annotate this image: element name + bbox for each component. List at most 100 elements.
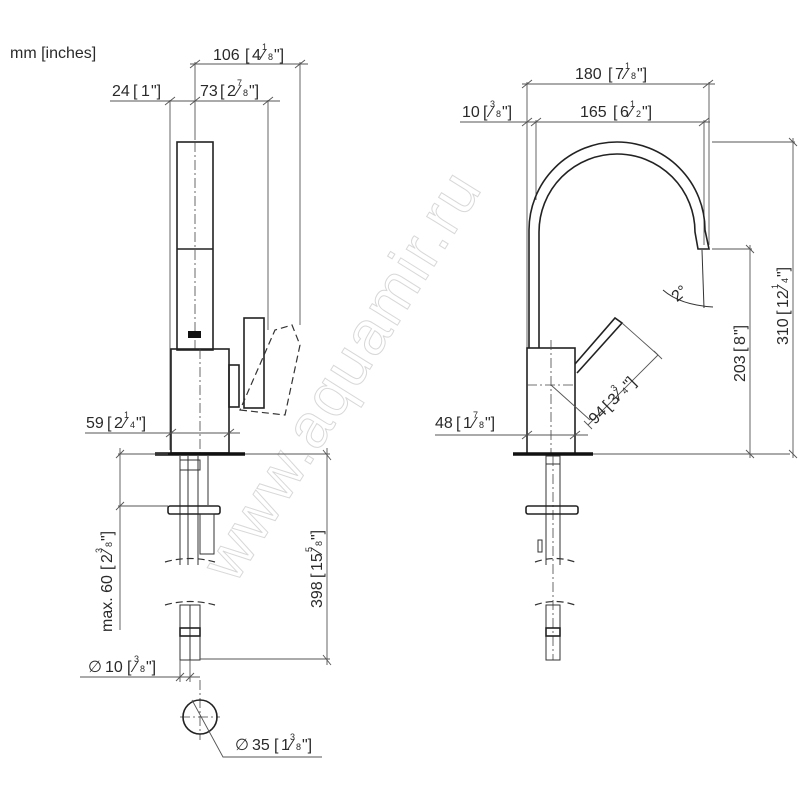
svg-text:∅: ∅ <box>235 737 249 754</box>
svg-text:"]: "] <box>485 415 495 432</box>
lever-handle-front <box>574 316 624 374</box>
dim-overall-depth: 106 [ 4 1 ⁄ 8 "] <box>213 42 284 64</box>
svg-text:6: 6 <box>620 104 629 121</box>
svg-text:⁄: ⁄ <box>233 83 242 100</box>
svg-text:⁄: ⁄ <box>309 547 326 556</box>
svg-text:4: 4 <box>620 385 631 396</box>
lever-handle <box>243 317 265 409</box>
svg-text:203: 203 <box>732 355 749 382</box>
svg-text:[: [ <box>133 83 138 100</box>
dim-max-deck-thickness: max. 60 [ 2 3 ⁄ 8 "] <box>94 531 116 632</box>
svg-text:"]: "] <box>502 104 512 121</box>
svg-text:1: 1 <box>124 410 129 420</box>
svg-text:8: 8 <box>479 420 484 430</box>
dim-body-width: 59 [ 2 1 ⁄ 4 "] <box>86 410 146 432</box>
svg-text:[: [ <box>309 573 326 578</box>
svg-text:15: 15 <box>309 553 326 571</box>
side-view: 106 [ 4 1 ⁄ 8 "] 24 [ 1 "] 73 [ 2 7 ⁄ 8 … <box>80 42 332 758</box>
svg-text:⁄: ⁄ <box>621 66 630 83</box>
svg-text:106: 106 <box>213 47 240 64</box>
watermark-text: www.aquamir.ru <box>188 158 496 593</box>
svg-text:[: [ <box>220 83 225 100</box>
svg-text:"]: "] <box>146 659 156 676</box>
svg-text:"]: "] <box>151 83 161 100</box>
svg-text:1: 1 <box>770 284 780 289</box>
svg-text:24: 24 <box>112 83 130 100</box>
svg-text:3: 3 <box>134 654 139 664</box>
dim-spout-offset: 24 [ 1 "] <box>112 83 161 100</box>
svg-text:2: 2 <box>114 415 123 432</box>
front-view: 180 [ 7 1 ⁄ 8 "] 10 [ 3 ⁄ 8 "] 165 [ 6 1… <box>435 61 798 661</box>
svg-text:398: 398 <box>309 581 326 608</box>
svg-text:[: [ <box>775 310 792 315</box>
svg-text:5: 5 <box>304 547 314 552</box>
dim-spout-inner-reach: 165 [ 6 1 ⁄ 2 "] <box>580 99 652 121</box>
svg-text:8: 8 <box>631 71 636 81</box>
svg-text:180: 180 <box>575 66 602 83</box>
aerator-button <box>188 331 201 338</box>
svg-text:4: 4 <box>130 420 135 430</box>
dim-spray-angle: 2° <box>669 283 692 306</box>
svg-text:∅: ∅ <box>88 659 102 676</box>
dim-overall-height: 310 [ 12 1 ⁄ 4 "] <box>770 267 792 345</box>
mounting-nut <box>167 505 221 515</box>
svg-text:3: 3 <box>608 383 619 394</box>
svg-text:48: 48 <box>435 415 453 432</box>
svg-text:max. 60: max. 60 <box>99 575 116 632</box>
svg-text:1: 1 <box>141 83 150 100</box>
svg-text:8: 8 <box>314 541 324 546</box>
svg-text:12: 12 <box>775 290 792 308</box>
svg-text:8: 8 <box>296 742 301 752</box>
svg-text:[: [ <box>107 415 112 432</box>
svg-text:1: 1 <box>262 42 267 52</box>
svg-text:[: [ <box>608 66 613 83</box>
svg-text:⁄: ⁄ <box>286 737 295 754</box>
mixer-body <box>170 348 230 454</box>
svg-text:4: 4 <box>780 278 790 283</box>
dim-body-width-front: 48 [ 1 7 ⁄ 8 "] <box>435 410 495 432</box>
svg-text:[: [ <box>99 565 116 570</box>
svg-text:[: [ <box>613 104 618 121</box>
svg-text:"]: "] <box>302 737 312 754</box>
dim-hole-diameter: ∅ 35 [ 1 3 ⁄ 8 "] <box>235 732 312 754</box>
dim-handle-reach: 73 [ 2 7 ⁄ 8 "] <box>200 78 259 100</box>
svg-text:⁄: ⁄ <box>130 659 139 676</box>
svg-text:7: 7 <box>615 66 624 83</box>
svg-text:8: 8 <box>268 52 273 62</box>
svg-text:1: 1 <box>463 415 472 432</box>
svg-text:8: 8 <box>243 88 248 98</box>
units-label: mm [inches] <box>10 45 96 62</box>
dim-hose-diameter: ∅ 10 [ 3 ⁄ 8 "] <box>88 654 156 676</box>
svg-text:165: 165 <box>580 104 607 121</box>
svg-text:3: 3 <box>290 732 295 742</box>
svg-text:⁄: ⁄ <box>486 104 495 121</box>
svg-text:[: [ <box>245 47 250 64</box>
svg-text:59: 59 <box>86 415 104 432</box>
svg-text:"]: "] <box>775 267 792 277</box>
svg-text:"]: "] <box>99 531 116 541</box>
dim-spout-tube: 10 [ 3 ⁄ 8 "] <box>462 99 512 121</box>
dim-outlet-height: 203 [ 8 "] <box>732 325 749 382</box>
lever-handle-open-position <box>239 324 301 416</box>
svg-text:[: [ <box>483 104 488 121</box>
svg-text:"]: "] <box>249 83 259 100</box>
svg-text:1: 1 <box>281 737 290 754</box>
svg-text:2: 2 <box>227 83 236 100</box>
svg-text:8: 8 <box>496 109 501 119</box>
svg-text:2: 2 <box>636 109 641 119</box>
svg-text:35: 35 <box>252 737 270 754</box>
gooseneck-spout <box>528 141 710 348</box>
svg-text:73: 73 <box>200 83 218 100</box>
mounting-hole <box>182 699 218 735</box>
svg-text:8: 8 <box>732 336 749 345</box>
svg-text:4: 4 <box>252 47 261 64</box>
svg-text:1: 1 <box>625 61 630 71</box>
dim-hose-length: 398 [ 15 5 ⁄ 8 "] <box>304 530 326 608</box>
svg-text:[: [ <box>732 347 749 352</box>
svg-text:[: [ <box>127 659 132 676</box>
svg-text:"]: "] <box>642 104 652 121</box>
svg-text:8: 8 <box>140 664 145 674</box>
svg-text:1: 1 <box>630 99 635 109</box>
svg-text:"]: "] <box>637 66 647 83</box>
